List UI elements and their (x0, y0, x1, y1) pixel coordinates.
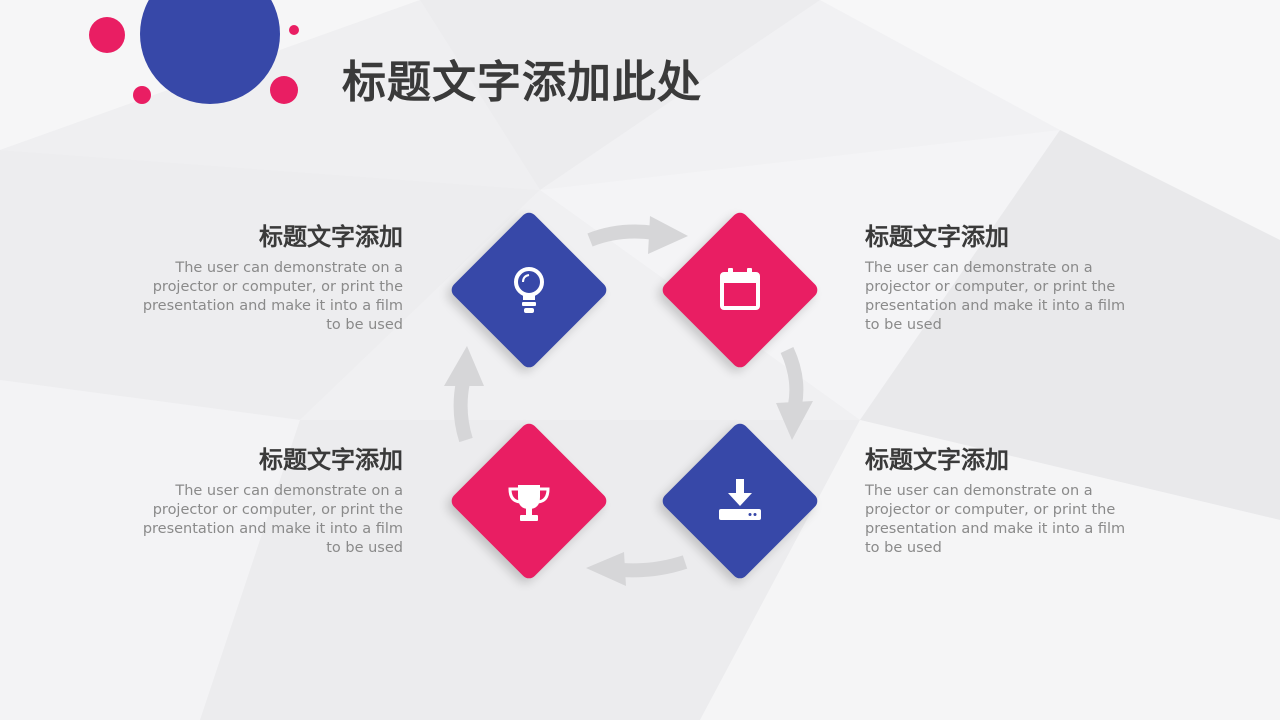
download-icon (719, 479, 761, 520)
step-block-top-left: 标题文字添加 The user can demonstrate on a pro… (133, 222, 403, 335)
trophy-icon (508, 485, 550, 521)
step-description: The user can demonstrate on a projector … (865, 483, 1126, 556)
step-description: The user can demonstrate on a projector … (865, 260, 1126, 333)
step-block-bottom-right: 标题文字添加 The user can demonstrate on a pro… (865, 445, 1135, 558)
calendar-icon (720, 268, 760, 310)
decorative-dot (133, 86, 151, 104)
step-title: 标题文字添加 (865, 446, 1009, 474)
step-block-bottom-left: 标题文字添加 The user can demonstrate on a pro… (133, 445, 403, 558)
step-description: The user can demonstrate on a projector … (142, 260, 403, 333)
page-title: 标题文字添加此处 (342, 57, 702, 108)
step-title: 标题文字添加 (259, 223, 403, 251)
decorative-dot (270, 76, 298, 104)
lightbulb-icon (514, 267, 544, 313)
step-block-top-right: 标题文字添加 The user can demonstrate on a pro… (865, 222, 1135, 335)
step-description: The user can demonstrate on a projector … (142, 483, 403, 556)
step-title: 标题文字添加 (259, 446, 403, 474)
decorative-dot (89, 17, 125, 53)
step-title: 标题文字添加 (865, 223, 1009, 251)
decorative-dot (289, 25, 299, 35)
